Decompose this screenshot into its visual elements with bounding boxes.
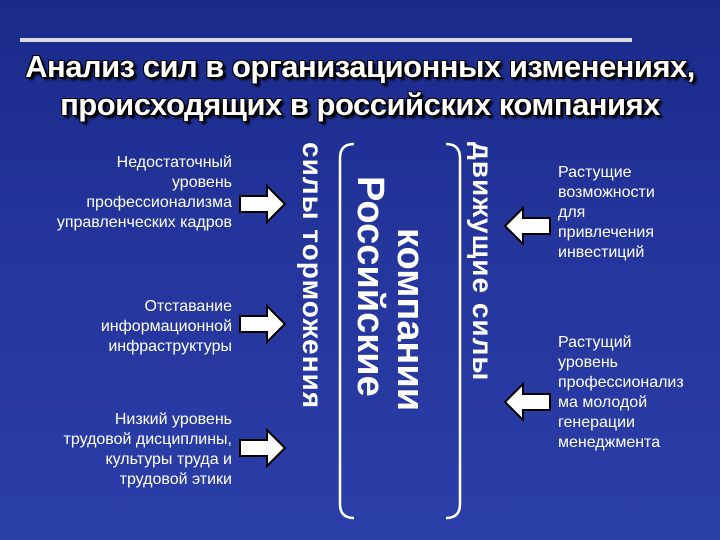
- driving-item-1-line-3: для: [558, 204, 586, 221]
- driving-item-1-line-2: возможности: [558, 184, 655, 201]
- restraining-item-1: Недостаточный уровень профессионализма у…: [0, 153, 232, 233]
- restraining-item-1-line-2: уровень: [171, 174, 232, 191]
- left-arrow-icon: [503, 382, 551, 422]
- restraining-item-2-line-1: Отставание: [144, 298, 232, 315]
- driving-item-1-line-4: привлечения: [558, 224, 655, 241]
- title-line-2: происходящих в российских компаниях: [60, 87, 660, 122]
- driving-item-1: Растущие возможности для привлечения инв…: [558, 163, 718, 263]
- restraining-forces-label: силы торможения: [297, 142, 328, 410]
- driving-item-2: Растущий уровень профессионализ ма молод…: [558, 333, 718, 453]
- right-arrow-icon: [239, 428, 287, 468]
- driving-item-2-line-2: уровень: [558, 354, 619, 371]
- restraining-item-2-line-2: информационной: [100, 318, 232, 335]
- company-bracket: [338, 142, 462, 520]
- restraining-item-1-line-1: Недостаточный: [116, 154, 232, 171]
- right-arrow-icon: [239, 184, 287, 224]
- right-arrow-icon: [239, 304, 287, 344]
- restraining-item-1-line-4: управленческих кадров: [56, 214, 232, 231]
- restraining-item-2-line-3: инфраструктуры: [108, 338, 232, 355]
- page-title: Анализ сил в организационных изменениях,…: [0, 48, 720, 124]
- driving-item-2-line-3: профессионализ: [558, 374, 684, 391]
- restraining-item-1-line-3: профессионализма: [86, 194, 232, 211]
- restraining-item-3-line-1: Низкий уровень: [114, 411, 232, 428]
- title-underline: [20, 38, 632, 42]
- center-label-line-1: компании: [389, 228, 431, 412]
- center-label-line-2: Российские: [349, 176, 391, 397]
- title-line-1: Анализ сил в организационных изменениях,: [25, 49, 695, 84]
- driving-forces-label: движущие силы: [467, 142, 498, 382]
- driving-item-2-line-6: менеджмента: [558, 434, 661, 451]
- restraining-item-3: Низкий уровень трудовой дисциплины, куль…: [0, 410, 232, 490]
- driving-item-1-line-1: Растущие: [558, 164, 632, 181]
- restraining-item-3-line-3: культуры труда и: [105, 451, 232, 468]
- driving-item-1-line-5: инвестиций: [558, 244, 645, 261]
- driving-item-2-line-1: Растущий: [558, 334, 632, 351]
- restraining-item-2: Отставание информационной инфраструктуры: [0, 297, 232, 357]
- left-arrow-icon: [503, 206, 551, 246]
- driving-item-2-line-4: ма молодой: [558, 394, 648, 411]
- restraining-item-3-line-4: трудовой этики: [119, 471, 232, 488]
- restraining-item-3-line-2: трудовой дисциплины,: [63, 431, 232, 448]
- driving-item-2-line-5: генерации: [558, 414, 635, 431]
